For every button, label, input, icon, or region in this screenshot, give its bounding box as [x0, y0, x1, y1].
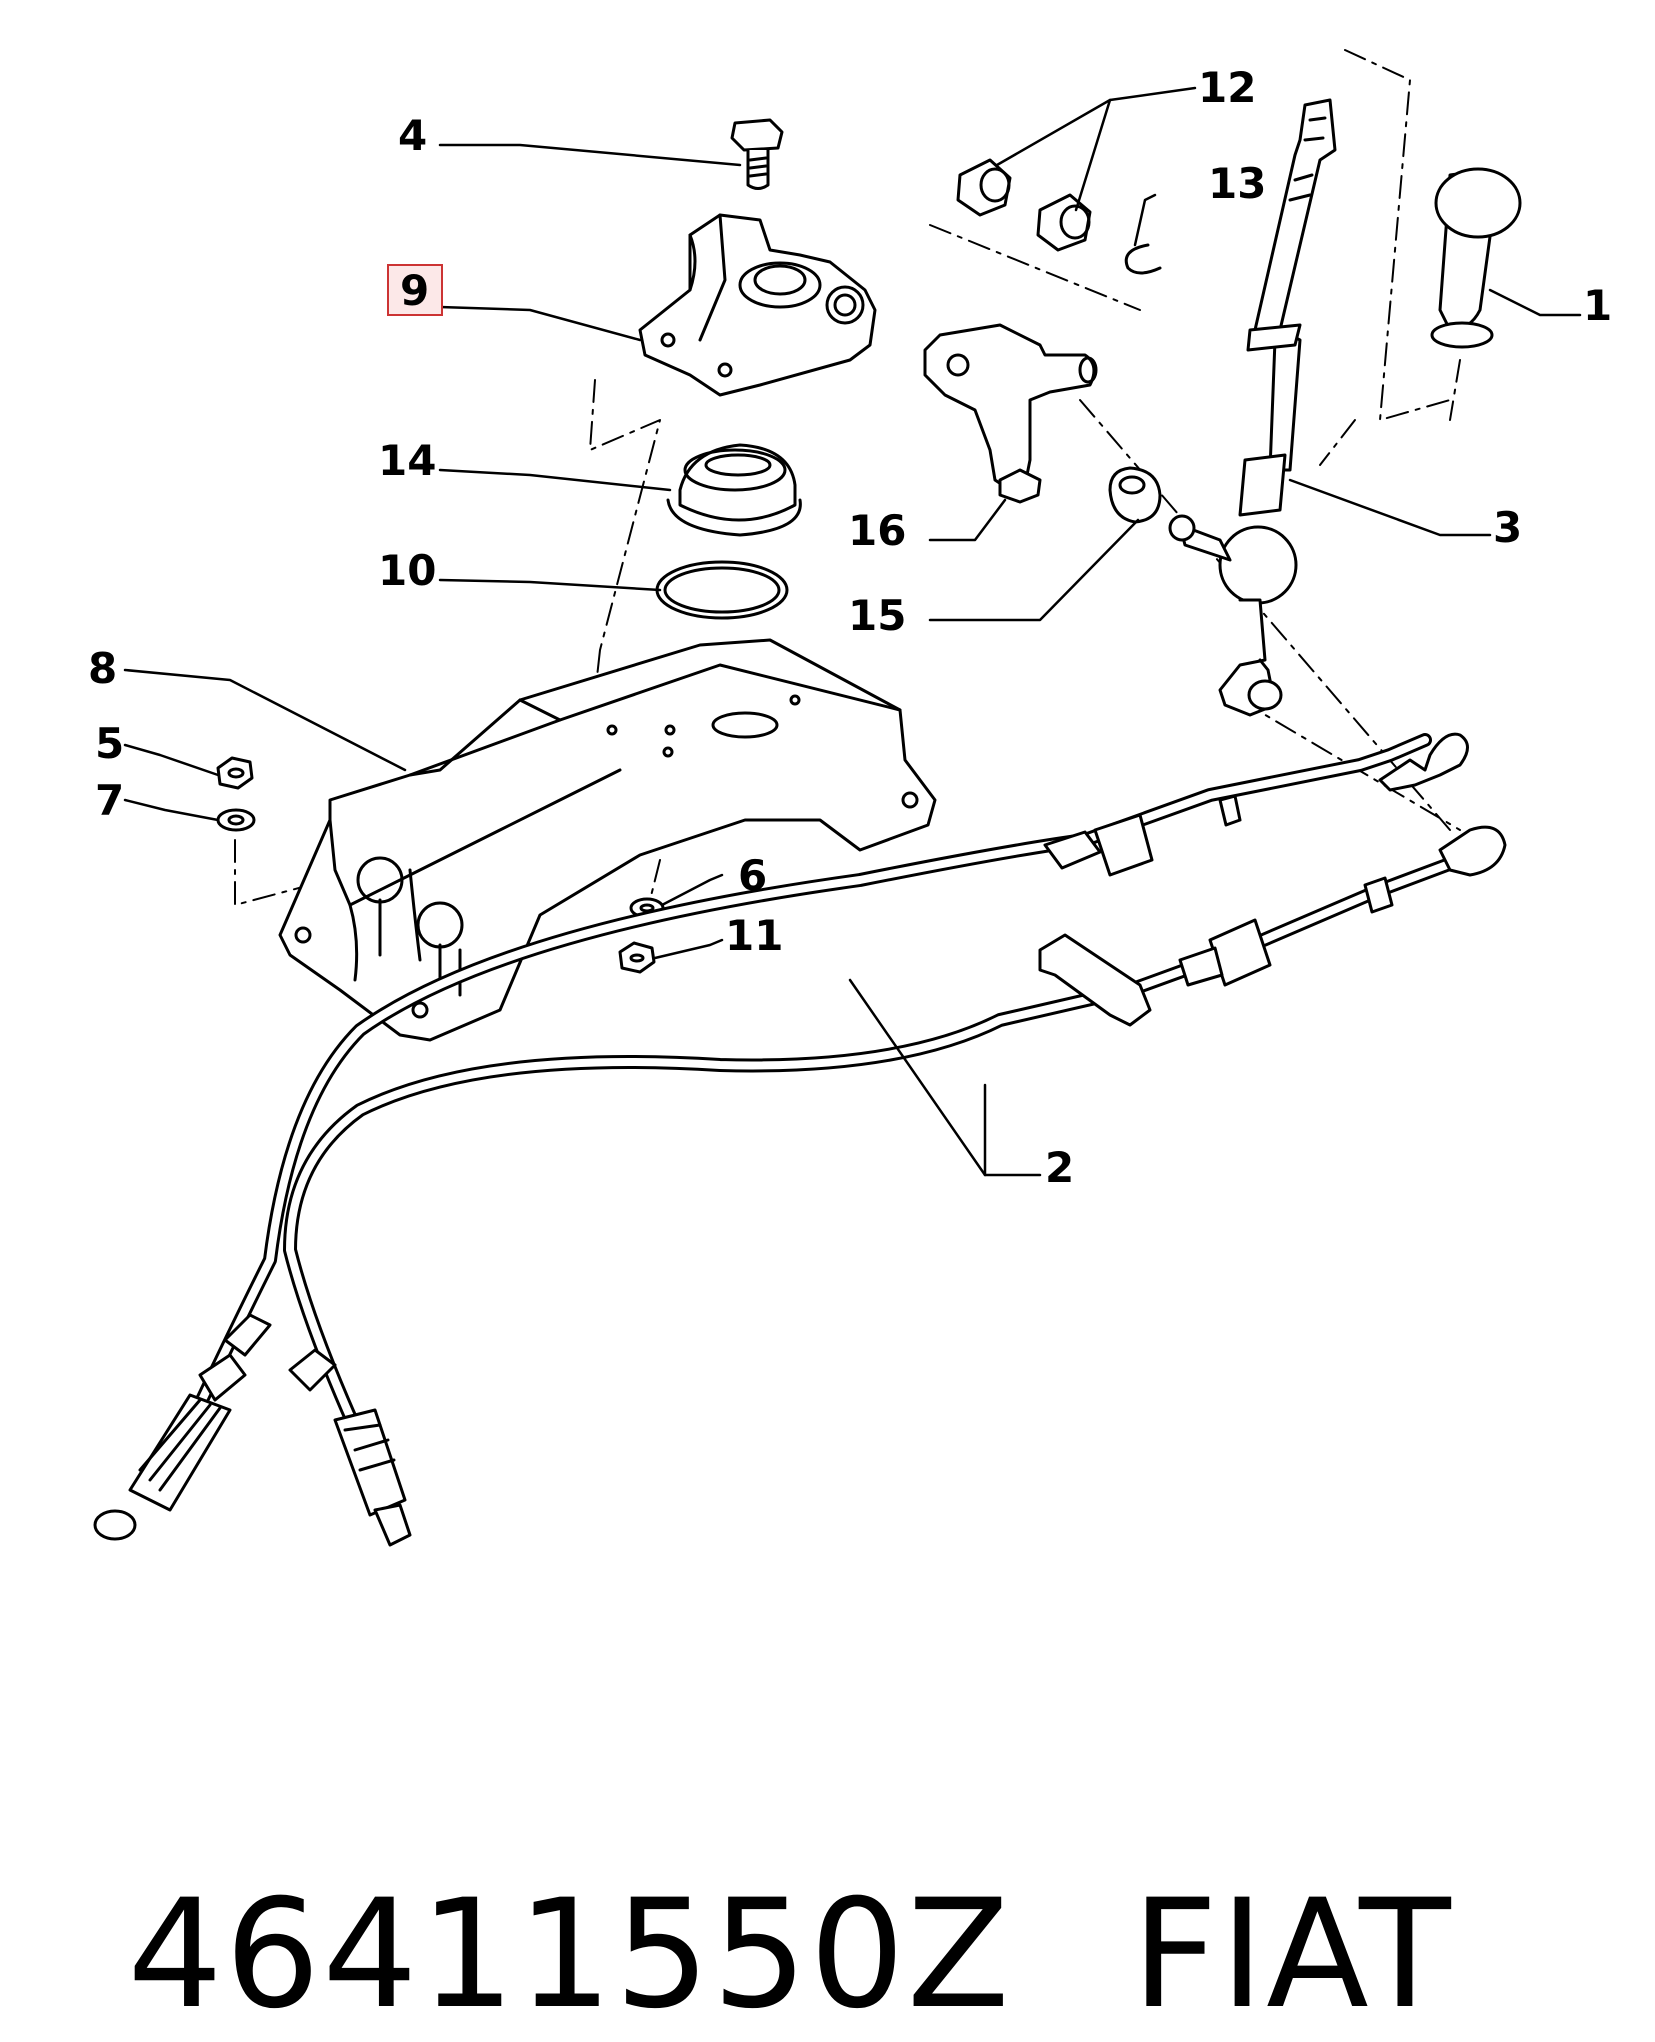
part-1-knob [1430, 167, 1522, 349]
callout-4: 4 [398, 111, 427, 160]
brand-name: FIAT [1131, 1868, 1453, 2042]
callout-9: 9 [400, 266, 429, 315]
callout-6: 6 [738, 851, 767, 900]
part-13-clip [1124, 243, 1162, 275]
callout-10: 10 [378, 546, 436, 595]
callout-8: 8 [88, 644, 117, 693]
callout-labels: 1 2 3 4 5 6 7 8 9 10 11 12 13 14 15 16 [88, 63, 1612, 1192]
leader-lines [123, 86, 1582, 1177]
callout-5: 5 [95, 719, 124, 768]
part-16-lever [923, 323, 1098, 504]
callout-2: 2 [1045, 1143, 1074, 1192]
callout-3: 3 [1493, 503, 1522, 552]
part-3-gear-lever [1168, 98, 1337, 717]
highlight-box [387, 264, 443, 316]
exploded-parts-diagram: 1 2 3 4 5 6 7 8 9 10 11 12 13 14 15 16 [88, 49, 1612, 1547]
part-11-nut [618, 941, 656, 974]
part-7-washer [216, 808, 256, 832]
callout-15: 15 [848, 591, 906, 640]
callout-1: 1 [1583, 281, 1612, 330]
part-12-bushings [956, 158, 1092, 252]
callout-14: 14 [378, 436, 436, 485]
callout-13: 13 [1208, 159, 1266, 208]
part-4-bolt [730, 118, 784, 190]
part-number: 46411550Z [127, 1868, 1012, 2042]
part-9-shifter-housing [638, 213, 877, 397]
callout-7: 7 [95, 776, 124, 825]
part-14-boot-seal [666, 443, 802, 537]
part-5-nut [216, 756, 254, 790]
part-2-cables [93, 732, 1507, 1547]
callout-11: 11 [725, 911, 783, 960]
callout-12: 12 [1198, 63, 1256, 112]
callout-16: 16 [848, 506, 906, 555]
part-8-base-bracket [278, 638, 937, 1042]
part-10-o-ring [655, 560, 789, 620]
part-15-grommet [1108, 466, 1162, 524]
